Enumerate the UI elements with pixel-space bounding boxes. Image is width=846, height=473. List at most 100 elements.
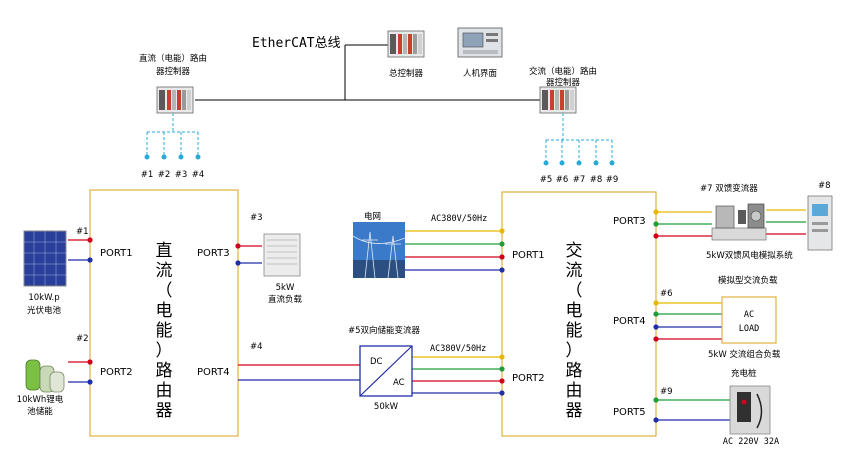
converter-power: 50kW — [374, 402, 399, 412]
converter-ac-line — [412, 354, 505, 396]
svg-text:由: 由 — [566, 381, 583, 401]
tag-4: #4 — [250, 342, 263, 352]
tag-1: #1 — [76, 227, 89, 237]
tag-7: #7 双馈变流器 — [700, 183, 758, 194]
svg-text:路: 路 — [566, 361, 583, 381]
battery-label-2: 池储能 — [27, 406, 53, 417]
ac-load-line2: LOAD — [739, 324, 759, 334]
ac-router-title: 交 流 （ 电 能 ） 路 由 器 — [566, 241, 583, 421]
ac-port3: PORT3 — [613, 216, 646, 227]
wind-simulator-icon — [711, 203, 767, 241]
svg-text:路: 路 — [156, 361, 173, 381]
dc-load-line — [235, 243, 262, 266]
bus-label: EtherCAT总线 — [252, 36, 341, 51]
svg-text:能: 能 — [156, 321, 173, 341]
dc-tap-tree — [146, 113, 199, 156]
ac-load-line — [653, 300, 722, 342]
ac-tap-6: #6 — [556, 175, 569, 185]
wind-subtitle: 模拟型交流负载 — [718, 275, 778, 286]
dc-controller-label-1: 直流（电能）路由 — [139, 53, 207, 64]
svg-text:（: （ — [156, 281, 173, 301]
ac-port1: PORT1 — [512, 250, 545, 261]
svg-text:由: 由 — [156, 381, 173, 401]
converter-voltage: AC380V/50Hz — [430, 344, 486, 354]
pv-label-2: 光伏电池 — [27, 305, 62, 316]
dc-load-label-2: 直流负载 — [268, 294, 303, 305]
pv-label-1: 10kW.p — [28, 293, 59, 303]
svg-text:）: ） — [156, 341, 173, 361]
ac-tap-tree — [545, 113, 613, 162]
dc-router-controller: 直流（电能）路由 器控制器 — [139, 53, 207, 114]
svg-text:能: 能 — [566, 321, 583, 341]
ac-controller-label-2: 器控制器 — [546, 77, 581, 88]
ac-tap-dots — [543, 160, 615, 166]
svg-text:直: 直 — [156, 241, 173, 261]
tag-2: #2 — [76, 334, 89, 344]
tag-6: #6 — [660, 289, 673, 299]
dc-port1: PORT1 — [100, 248, 133, 259]
dc-controller-label-2: 器控制器 — [156, 66, 191, 77]
charging-station-label: 充电桩 — [731, 368, 757, 379]
svg-text:电: 电 — [156, 301, 173, 321]
battery-label-1: 10kWh锂电 — [17, 394, 64, 405]
charging-pile-icon — [729, 385, 771, 435]
tag-9: #9 — [660, 387, 673, 397]
tag-8: #8 — [818, 181, 831, 191]
converter-icon: DC AC — [359, 345, 413, 397]
grid-cabinet-icon — [807, 195, 833, 251]
ac-port2: PORT2 — [512, 373, 545, 384]
grid-voltage: AC380V/50Hz — [431, 214, 487, 224]
ac-load-box — [721, 296, 777, 344]
converter-ac: AC — [393, 378, 405, 388]
dc-tap-1: #1 — [141, 170, 154, 180]
ac-tap-9: #9 — [606, 175, 619, 185]
ac-port5: PORT5 — [613, 407, 646, 418]
dc-tap-4: #4 — [192, 170, 205, 180]
hmi-computer: 人机界面 — [457, 27, 503, 79]
ac-router-controller: 交流（电能）路由 器控制器 — [529, 66, 597, 114]
dc-load-label-1: 5kW — [276, 283, 295, 293]
battery-icon — [25, 359, 65, 393]
svg-text:器: 器 — [156, 401, 173, 421]
wind-system-label: 5kW双馈风电模拟系统 — [706, 250, 793, 261]
charger-spec: AC 220V 32A — [723, 437, 779, 447]
main-controller: 总控制器 — [387, 30, 425, 79]
svg-text:交: 交 — [566, 241, 583, 261]
main-controller-label: 总控制器 — [389, 68, 424, 79]
ac-tap-5: #5 — [540, 175, 553, 185]
svg-text:器: 器 — [566, 401, 583, 421]
ethercat-bus — [195, 44, 540, 101]
converter-title: #5双向储能变流器 — [348, 325, 421, 336]
pv-line — [68, 237, 93, 263]
battery-line — [68, 359, 93, 385]
solar-panel-icon — [23, 230, 67, 287]
charger-line — [653, 397, 730, 423]
ac-load-caption: 5kW 交流组合负载 — [708, 349, 781, 360]
dc-tap-2: #2 — [158, 170, 171, 180]
dc-port2: PORT2 — [100, 367, 133, 378]
svg-text:流: 流 — [156, 261, 173, 281]
grid-label: 电网 — [364, 211, 381, 222]
svg-text:电: 电 — [566, 301, 583, 321]
ac-load-line1: AC — [744, 310, 754, 320]
svg-text:（: （ — [566, 281, 583, 301]
dc-port4: PORT4 — [197, 367, 230, 378]
svg-text:流: 流 — [566, 261, 583, 281]
wind-line — [653, 209, 806, 239]
grid-line — [405, 228, 505, 273]
ac-port4: PORT4 — [613, 316, 646, 327]
power-grid-icon — [352, 222, 406, 279]
converter-dc: DC — [370, 357, 383, 367]
dc-tap-3: #3 — [175, 170, 188, 180]
dc-port3: PORT3 — [197, 248, 230, 259]
ac-tap-8: #8 — [590, 175, 603, 185]
tag-3: #3 — [250, 213, 263, 223]
dc-tap-dots — [144, 154, 201, 160]
dc-router-box — [89, 189, 239, 437]
dc-bus-line — [238, 364, 360, 381]
hmi-label: 人机界面 — [463, 68, 498, 79]
ac-tap-7: #7 — [573, 175, 586, 185]
ac-controller-label-1: 交流（电能）路由 — [529, 66, 597, 77]
dc-router-title: 直 流 （ 电 能 ） 路 由 器 — [156, 241, 173, 421]
